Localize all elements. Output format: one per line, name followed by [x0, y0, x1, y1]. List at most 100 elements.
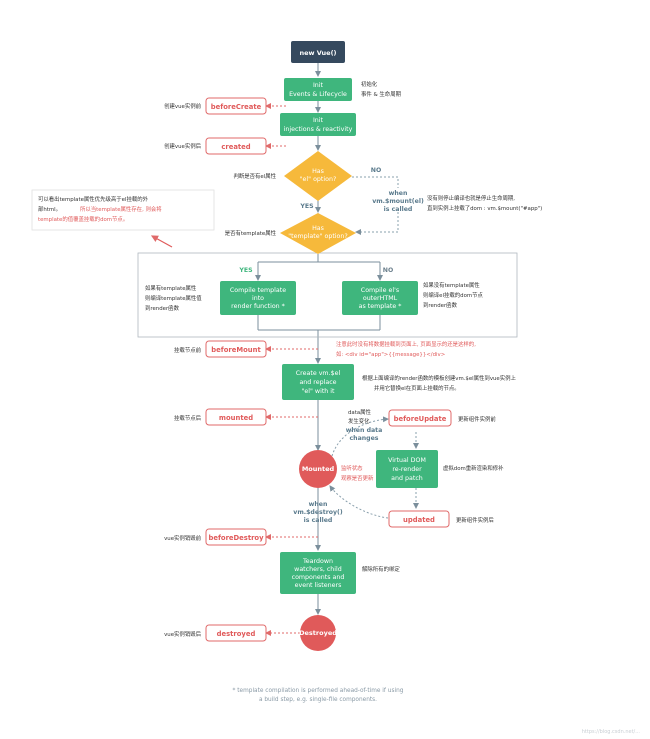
hook-destroyed [205, 624, 267, 642]
label-mount-call-1: when [389, 190, 408, 197]
destroyed-label: Destroyed [299, 629, 337, 637]
teardown-node [280, 552, 356, 594]
note-priority-1: 可以看出template属性优先级高于el挂载的外 [38, 195, 149, 203]
note-mounted: 挂载节点后 [174, 414, 202, 422]
hook-created-label: created [221, 143, 250, 151]
virtual-dom-line-1: Virtual DOM [388, 457, 426, 464]
create-el-line-1: Create vm.$el [296, 370, 341, 377]
create-el-node [282, 364, 354, 400]
virtual-dom-line-3: and patch [391, 475, 423, 482]
hook-mounted [205, 408, 267, 426]
has-el-line-2: "el" option? [300, 176, 337, 183]
note-check-el: 判断是否有el属性 [233, 172, 276, 180]
hook-before-mount [205, 340, 267, 358]
label-destroy-call-3: is called [304, 517, 333, 524]
note-created: 创建vue实例后 [164, 142, 201, 150]
priority-note-box [31, 189, 215, 231]
arrow-updated-to-mounted [329, 485, 389, 519]
hook-before-update-label: beforeUpdate [394, 415, 447, 423]
note-no-tpl-2: 则编译el挂载的dom节点 [423, 291, 484, 299]
note-priority-2b: 所以当template属性存在, 则会将 [80, 205, 162, 213]
init-events-node [284, 78, 352, 101]
note-listen-2: 观察是否更新 [341, 474, 374, 482]
note-has-tpl-1: 如果有template属性 [145, 284, 197, 292]
create-el-line-3: "el" with it [302, 388, 336, 395]
create-el-line-2: and replace [299, 379, 336, 386]
label-mount-call-3: is called [384, 206, 413, 213]
note-teardown: 解除所有的绑定 [362, 565, 400, 573]
note-data-attr-2: 发生变化 [348, 417, 370, 425]
has-template-line-2: "template" option? [288, 233, 347, 240]
teardown-line-4: event listeners [295, 582, 342, 589]
note-before-mount: 挂载节点前 [174, 346, 202, 354]
note-init-2: 事件 & 生命周期 [361, 90, 401, 98]
label-mount-call-2: vm.$mount(el) [372, 198, 424, 205]
init-events-line-1: Init [313, 82, 324, 89]
virtual-dom-node [376, 450, 438, 488]
compile-el-line-2: outerHTML [363, 295, 398, 302]
compile-el-line-3: as template * [359, 303, 402, 310]
footer-line-1: * template compilation is performed ahea… [233, 688, 404, 694]
note-has-tpl-3: 到render函数 [145, 304, 180, 312]
hook-before-create [205, 97, 267, 115]
note-before-create: 创建vue实例前 [164, 102, 201, 110]
init-events-line-2: Events & Lifecycle [289, 91, 347, 98]
arrow-to-before-update [331, 416, 389, 457]
label-no-tpl: NO [383, 267, 393, 274]
hook-before-mount-label: beforeMount [211, 346, 261, 354]
has-el-line-1: Has [312, 168, 324, 175]
note-destroyed: vue实例销毁后 [164, 630, 201, 638]
label-data-changes-2: changes [350, 435, 379, 442]
note-init-1: 初始化 [361, 80, 378, 88]
mounted-label: Mounted [302, 465, 335, 473]
note-stop-1: 没有则停止编译也就是停止生命周期, [427, 194, 515, 202]
label-destroy-call-1: when [309, 501, 328, 508]
destroyed-circle [300, 615, 336, 651]
note-create-el-1: 根据上面编译的render函数的模板创建vm.$el属性到vue实例上 [362, 374, 517, 382]
teardown-line-1: Teardown [302, 558, 333, 565]
note-data-attr-1: data属性 [348, 408, 372, 416]
teardown-line-3: components and [292, 574, 345, 581]
note-has-tpl-2: 则编译template属性值 [145, 294, 202, 302]
compile-template-line-2: into [252, 295, 264, 302]
note-before-mount-red-1: 注意此时没有将数据挂载到页面上, 页面显示的还是这样的, [336, 340, 476, 348]
mounted-circle [299, 450, 337, 488]
compile-template-line-1: Compile template [230, 287, 286, 294]
label-data-changes-1: when data [346, 427, 383, 434]
priority-arrow [150, 235, 173, 248]
compile-el-line-1: Compile el's [361, 287, 399, 294]
compile-frame [137, 252, 518, 338]
has-template-line-1: Has [312, 225, 324, 232]
new-vue-label: new Vue() [299, 49, 336, 57]
note-updated: 更新组件实例后 [456, 516, 494, 524]
hook-before-update [388, 409, 452, 427]
init-injections-line-1: Init [313, 117, 324, 124]
note-check-tpl: 是否有template属性 [225, 229, 277, 237]
hook-created [205, 137, 267, 155]
hook-before-destroy [205, 528, 267, 546]
note-create-el-2: 并用它替换el在页面上挂载的节点。 [374, 384, 460, 392]
arrow-mount-back [355, 212, 399, 235]
hook-updated [388, 510, 450, 528]
compile-el-node [342, 281, 418, 315]
hook-before-destroy-label: beforeDestroy [208, 534, 264, 542]
note-stop-2: 直到实例上挂载了dom : vm.$mount("#app") [427, 204, 542, 212]
note-before-update: 更新组件实例前 [458, 415, 496, 423]
label-no-el: NO [371, 167, 381, 174]
hook-mounted-label: mounted [219, 414, 253, 422]
compile-template-node [220, 281, 296, 315]
arrow-has-el-no [352, 176, 399, 188]
note-listen-1: 监听状态 [341, 464, 363, 472]
teardown-line-2: watchers, child [294, 566, 342, 573]
note-rerender: 虚拟dom重新渲染和修补 [443, 464, 504, 472]
new-vue-node [291, 41, 345, 63]
virtual-dom-line-2: re-render [392, 466, 422, 473]
init-injections-node [280, 113, 356, 136]
hook-updated-label: updated [403, 516, 435, 524]
note-priority-3: template的值覆盖挂载的dom节点。 [38, 215, 128, 223]
note-priority-2a: 部html。 [38, 205, 61, 213]
label-destroy-call-2: vm.$destroy() [293, 509, 343, 516]
note-before-mount-red-2: 如: <div id="app">{{message}}</div> [336, 350, 445, 358]
compile-template-line-3: render function * [231, 303, 285, 310]
label-yes-el: YES [299, 203, 313, 210]
